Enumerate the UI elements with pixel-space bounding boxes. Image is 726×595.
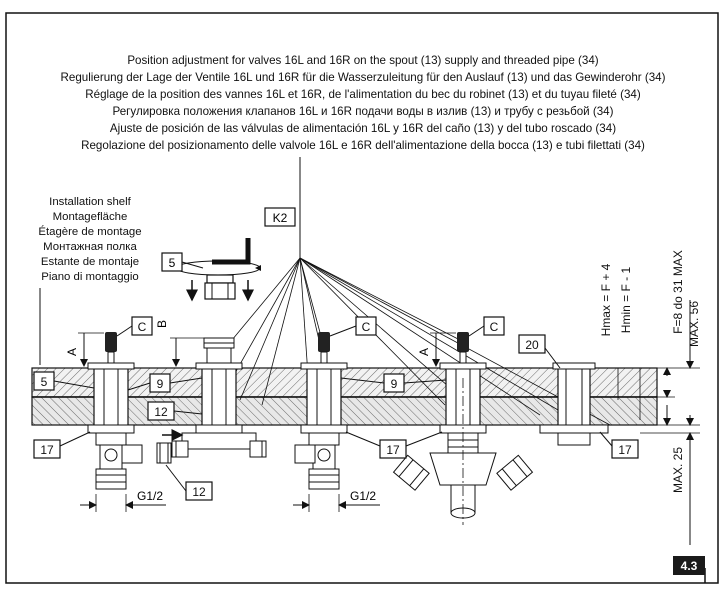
svg-text:A: A — [417, 348, 431, 356]
figure-number-badge: 4.3 — [673, 556, 705, 575]
callout-12-shelf: 12 — [147, 401, 203, 421]
shelf-line-de: Montagefläche — [53, 211, 128, 223]
svg-text:5: 5 — [169, 256, 176, 270]
svg-text:9: 9 — [391, 377, 398, 391]
title-line-ru: Регулировка положения клапанов 16L и 16R… — [113, 105, 614, 118]
svg-text:17: 17 — [386, 443, 400, 457]
shelf-line-en: Installation shelf — [49, 196, 132, 208]
callout-k2: K2 — [264, 207, 296, 227]
dimension-a-left: A — [65, 332, 104, 367]
svg-text:B: B — [155, 320, 169, 328]
svg-text:G1/2: G1/2 — [137, 489, 163, 503]
svg-text:K2: K2 — [273, 211, 288, 225]
shelf-line-it: Piano di montaggio — [41, 271, 139, 283]
shelf-label: Installation shelf Montagefläche Étagère… — [38, 196, 141, 283]
title-line-fr: Réglage de la position des vannes 16L et… — [85, 88, 641, 101]
svg-text:12: 12 — [192, 485, 206, 499]
svg-text:17: 17 — [618, 443, 632, 457]
insert-part-5 — [186, 274, 254, 302]
title-line-it: Regolazione del posizionamento delle val… — [81, 139, 645, 152]
max25-label: MAX. 25 — [671, 447, 685, 493]
svg-text:20: 20 — [525, 338, 539, 352]
dimension-a-mid: A — [417, 332, 456, 367]
valve-stem-1 — [87, 332, 143, 490]
svg-text:C: C — [490, 320, 499, 334]
callout-12-bottom: 12 — [165, 464, 213, 501]
installation-shelf — [31, 367, 658, 426]
callout-9-right: 9 — [340, 373, 447, 393]
spout-supply-assembly — [162, 337, 267, 458]
hmax-label: Hmax = F + 4 — [599, 263, 613, 336]
svg-text:5: 5 — [41, 375, 48, 389]
svg-text:12: 12 — [154, 405, 168, 419]
callout-9-left: 9 — [127, 373, 203, 393]
title-line-es: Ajuste de posición de las válvulas de al… — [110, 122, 616, 135]
callout-c-1: C — [116, 316, 153, 337]
dimension-g12-left: G1/2 — [80, 489, 166, 512]
callout-5-shelf: 5 — [33, 371, 95, 391]
svg-text:C: C — [138, 320, 147, 334]
callout-17-left: 17 — [33, 431, 91, 459]
fitting-part-20 — [539, 362, 609, 446]
right-dimension-labels: Hmax = F + 4 Hmin = F - 1 F=8 do 31 MAX … — [599, 250, 701, 493]
frame-border — [5, 12, 719, 584]
callout-boxes: C C C 5 9 9 — [33, 316, 639, 501]
hex-key-k2 — [175, 238, 261, 276]
shelf-line-es: Estante de montaje — [41, 256, 139, 268]
svg-text:9: 9 — [157, 377, 164, 391]
callout-c-3: C — [468, 316, 505, 337]
dimension-g12-mid: G1/2 — [293, 489, 380, 512]
svg-text:4.3: 4.3 — [681, 559, 698, 573]
title-block: Position adjustment for valves 16L and 1… — [61, 54, 666, 152]
callout-c-2: C — [329, 316, 377, 337]
shelf-line-fr: Étagère de montage — [38, 225, 141, 238]
svg-text:C: C — [362, 320, 371, 334]
valve-stem-2 — [294, 332, 348, 490]
right-dimensions — [617, 300, 700, 545]
hmin-label: Hmin = F - 1 — [619, 267, 633, 334]
svg-text:G1/2: G1/2 — [350, 489, 376, 503]
max56-label: MAX. 56 — [687, 301, 701, 347]
svg-text:A: A — [65, 348, 79, 356]
callout-17-right: 17 — [599, 431, 639, 459]
title-line-en: Position adjustment for valves 16L and 1… — [127, 54, 598, 67]
callout-20: 20 — [518, 334, 561, 369]
shelf-line-ru: Монтажная полка — [43, 241, 137, 253]
callout-17-mid: 17 — [345, 431, 443, 459]
dimension-b: B — [155, 320, 204, 367]
threaded-pipe-34 — [392, 332, 534, 525]
leader-lines — [216, 257, 611, 426]
title-line-de: Regulierung der Lage der Ventile 16L und… — [61, 71, 666, 84]
f-range-label: F=8 do 31 MAX — [671, 250, 685, 334]
svg-text:17: 17 — [40, 443, 54, 457]
callout-5-top: 5 — [161, 252, 204, 272]
loose-part-12 — [156, 442, 172, 464]
